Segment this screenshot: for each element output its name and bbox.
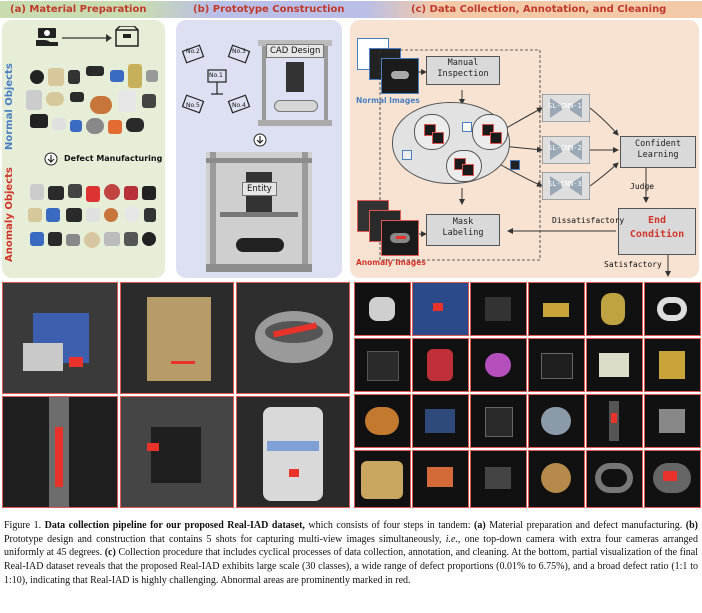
caption-text: which consists of four steps in tandem: — [304, 520, 475, 531]
dataset-gallery-left — [2, 282, 350, 508]
manual-inspection-box: Manual Inspection — [426, 56, 500, 85]
anomaly-sample-thumb — [462, 164, 474, 176]
cam-label-no1: No.1 — [209, 72, 223, 79]
end-condition-box: End Condition — [618, 208, 696, 255]
gallery-cell — [586, 282, 643, 336]
gallery-cell — [412, 394, 469, 448]
title-banner — [0, 1, 702, 18]
entity-label: Entity — [242, 182, 277, 196]
gallery-cell — [412, 450, 469, 508]
gallery-cell — [644, 282, 701, 336]
cam-label-no5: No.5 — [186, 102, 200, 109]
normal-sample-thumb — [462, 122, 472, 132]
caption-text: , one top-down camera with extra four ca… — [4, 533, 698, 559]
gallery-cell — [644, 338, 701, 392]
anomaly-sample-thumb — [490, 132, 502, 144]
caption-text: Material preparation and defect manufact… — [485, 520, 686, 531]
confident-learning-box: Confident Learning — [620, 136, 696, 168]
caption-text: Prototype design and construction that c… — [4, 533, 446, 545]
gallery-cell — [2, 396, 118, 508]
gallery-cell — [354, 282, 411, 336]
arrow-right-icon — [62, 34, 112, 42]
section-c-title: (c) Data Collection, Annotation, and Cle… — [411, 4, 667, 15]
dataset-gallery-right — [354, 282, 701, 508]
cam-label-no4: No.4 — [232, 102, 246, 109]
anomaly-objects-label: Anomaly Objects — [4, 167, 15, 262]
cad-design-image — [258, 40, 332, 126]
gallery-cell — [528, 282, 585, 336]
gallery-cell — [528, 450, 585, 508]
cnn1-label: SL-CNN-1 — [548, 102, 582, 110]
caption-ie: i.e. — [445, 533, 458, 545]
section-b-title: (b) Prototype Construction — [193, 4, 345, 15]
gallery-cell — [354, 338, 411, 392]
box-icon — [115, 26, 139, 47]
down-arrow-circle-icon — [253, 133, 267, 147]
gallery-cell — [354, 450, 411, 508]
normal-sample-thumb — [402, 150, 412, 160]
normal-image-thumb — [381, 58, 419, 94]
anomaly-image-thumb — [381, 220, 419, 256]
gallery-cell — [586, 450, 643, 508]
down-arrow-circle-icon — [44, 152, 58, 166]
cnn2-label: SL-CNN-2 — [548, 144, 582, 152]
gallery-cell — [236, 396, 350, 508]
gallery-cell — [470, 338, 527, 392]
normal-objects-label: Normal Objects — [4, 63, 15, 150]
gallery-cell — [120, 282, 234, 394]
entity-image — [206, 152, 312, 272]
caption-tag-a: (a) — [474, 520, 486, 531]
caption-prefix: Figure 1. — [4, 520, 45, 531]
cam-label-no2: No.2 — [186, 48, 200, 55]
cnn3-label: SL-CNN-3 — [548, 180, 582, 188]
gallery-cell — [412, 282, 469, 336]
gallery-cell — [470, 394, 527, 448]
caption-tag-b: (b) — [685, 520, 699, 531]
gallery-cell — [586, 394, 643, 448]
dissatisfactory-label: Dissatisfactory — [552, 216, 625, 225]
gallery-cell — [354, 394, 411, 448]
gallery-cell — [644, 450, 701, 508]
caption-title: Data collection pipeline for our propose… — [44, 520, 305, 531]
anomaly-sample-thumb — [432, 132, 444, 144]
gallery-cell — [236, 282, 350, 394]
gallery-cell — [528, 338, 585, 392]
camera-layout-diagram — [182, 44, 251, 114]
normal-sample-thumb — [510, 160, 520, 170]
gallery-cell — [586, 338, 643, 392]
cam-label-no3: No.3 — [232, 48, 246, 55]
hand-money-icon — [36, 28, 58, 46]
anomaly-images-label: Anomaly Images — [356, 258, 426, 267]
gallery-cell — [470, 450, 527, 508]
satisfactory-label: Satisfactory — [604, 260, 662, 269]
gallery-cell — [120, 396, 234, 508]
figure-caption: Figure 1. Data collection pipeline for o… — [4, 519, 698, 588]
cad-design-label: CAD Design — [266, 44, 325, 58]
caption-tag-c: (c) — [104, 547, 116, 559]
defect-manufacturing-label: Defect Manufacturing — [64, 154, 163, 163]
gallery-cell — [2, 282, 118, 394]
gallery-cell — [470, 282, 527, 336]
section-a-title: (a) Material Preparation — [10, 4, 147, 15]
normal-images-label: Normal Images — [356, 96, 420, 105]
mask-labeling-box: Mask Labeling — [426, 214, 500, 246]
gallery-cell — [412, 338, 469, 392]
gallery-cell — [644, 394, 701, 448]
gallery-cell — [528, 394, 585, 448]
judge-label: Judge — [630, 182, 655, 191]
caption-text: Collection procedure that includes cycli… — [4, 547, 698, 586]
